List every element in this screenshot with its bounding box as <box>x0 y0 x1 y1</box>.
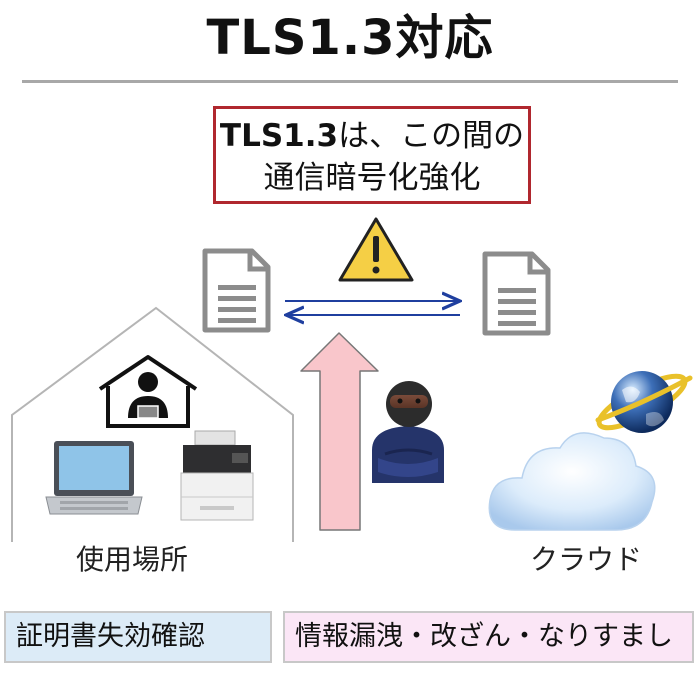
certificate-revocation-box: 証明書失効確認 <box>4 611 272 663</box>
usage-location-label: 使用場所 <box>76 543 189 576</box>
threats-box: 情報漏洩・改ざん・なりすまし <box>283 611 694 663</box>
printer-icon <box>180 430 254 521</box>
laptop-icon <box>45 441 143 515</box>
callout-tls-version: TLS1.3 <box>219 118 339 154</box>
house-outline <box>11 306 294 542</box>
document-icon <box>482 251 551 336</box>
document-icon <box>202 248 271 333</box>
cloud-icon <box>488 432 656 531</box>
globe-icon <box>595 371 693 433</box>
cloud-label: クラウド <box>530 543 643 576</box>
callout-line-2: 通信暗号化強化 <box>263 160 481 196</box>
callout-box: TLS1.3は、この間の 通信暗号化強化 <box>213 106 531 204</box>
hacker-icon <box>372 381 444 483</box>
home-user-icon <box>98 355 198 428</box>
callout-line-1: TLS1.3は、この間の <box>216 115 528 157</box>
callout-line-1-rest: は、この間の <box>338 118 525 154</box>
page-title: TLS1.3対応 <box>206 10 494 66</box>
title-divider <box>22 80 678 83</box>
upload-arrow-icon <box>300 332 379 531</box>
warning-icon <box>338 217 414 282</box>
